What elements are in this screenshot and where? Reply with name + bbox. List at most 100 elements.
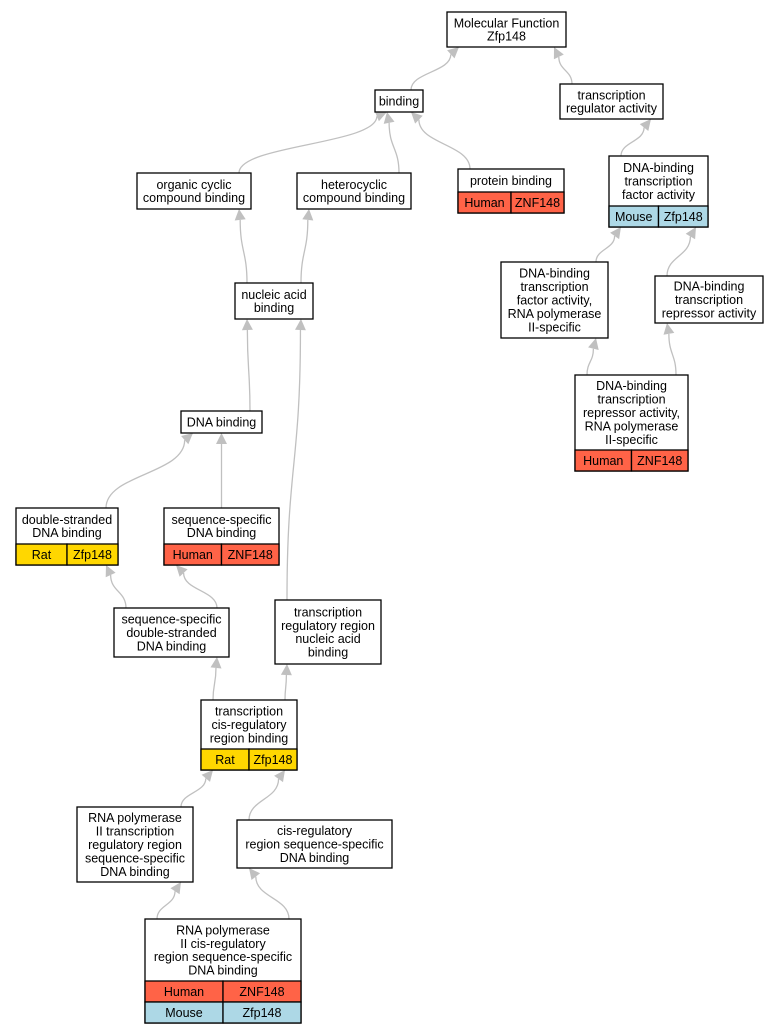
arrowhead [295, 319, 306, 331]
edge-line [212, 667, 217, 701]
arrowhead [302, 209, 314, 221]
node-label-line: RNA polymerase [508, 307, 602, 321]
node-label-line: transcription [520, 280, 588, 294]
arrowhead [663, 323, 675, 335]
edge-dbtfr-to-dbtfa [595, 227, 621, 263]
edge-line [586, 348, 595, 376]
node-box [236, 819, 393, 869]
node-label-line: DNA binding [187, 416, 257, 430]
node-label-line: DNA binding [187, 526, 257, 540]
node-label-line: double-stranded [22, 513, 112, 527]
edge-line [255, 876, 290, 920]
gene-cell [222, 1001, 302, 1024]
node-box [446, 11, 567, 48]
gene-cell [630, 449, 689, 472]
arrowhead [553, 47, 564, 60]
gene-cell [510, 191, 565, 214]
node-label-line: region sequence-specific [245, 838, 383, 852]
gene-cell [657, 205, 709, 228]
node-label-line: factor activity, [517, 294, 592, 308]
node-label-line: compound binding [303, 191, 405, 205]
node-label-line: binding [308, 646, 348, 660]
arrowhead [234, 209, 246, 221]
node-label-line: Zfp148 [487, 30, 526, 44]
edge-line [246, 329, 251, 412]
node-label-line: heterocyclic [321, 178, 387, 192]
edge-pb-to-bind [411, 112, 471, 170]
edge-line [300, 219, 309, 284]
node-label-line: transcription [294, 605, 362, 619]
edge-ssds-to-dsdb [105, 565, 127, 609]
edge-dsdb-to-dnab [105, 433, 193, 509]
node-label-line: region binding [210, 731, 289, 745]
gene-label: ZNF148 [515, 196, 560, 210]
edge-dbtfa-to-trans [620, 119, 651, 157]
arrowhead [241, 319, 253, 331]
edge-line [558, 56, 573, 85]
edge-tcrb-to-ssds [210, 657, 222, 701]
node-label-line: cis-regulatory [211, 718, 287, 732]
gene-label: ZNF148 [239, 985, 284, 999]
gene-label: Zfp148 [73, 548, 112, 562]
arrowhead [170, 882, 181, 895]
edge-line [180, 778, 207, 808]
edge-rnapcr-to-rnap2 [156, 882, 181, 920]
node-bind[interactable]: binding [374, 89, 424, 113]
arrowhead [610, 227, 621, 240]
arrowhead [181, 433, 193, 445]
edge-line [620, 127, 645, 157]
node-label-line: repressor activity, [583, 406, 680, 420]
node-dnab[interactable]: DNA binding [180, 410, 263, 434]
node-label-line: transcription [624, 175, 692, 189]
arrowhead [216, 433, 227, 444]
node-label-line: transcription [215, 705, 283, 719]
edge-dbtrr-to-dbtra [663, 323, 677, 376]
species-label: Rat [32, 548, 52, 562]
node-label-line: DNA binding [137, 639, 207, 653]
node-label-line: sequence-specific [85, 851, 185, 865]
node-label-line: transcription [675, 293, 743, 307]
node-label-line: DNA-binding [519, 267, 590, 281]
node-label-line: cis-regulatory [277, 824, 353, 838]
edge-dbtra-to-dbtfa [666, 227, 696, 277]
node-label-line: DNA-binding [623, 161, 694, 175]
node-label-line: repressor activity [662, 306, 757, 320]
arrowhead [201, 770, 213, 782]
node-label-line: DNA-binding [674, 280, 745, 294]
node-label-line: transcription [577, 88, 645, 102]
node-label-line: protein binding [470, 174, 552, 188]
species-label: Rat [215, 753, 235, 767]
node-label-line: DNA binding [32, 526, 102, 540]
node-label-line: nucleic acid [295, 632, 360, 646]
arrowhead [685, 227, 696, 240]
edge-line [109, 574, 127, 609]
node-label-line: binding [379, 95, 419, 109]
edge-bind-to-mf [410, 47, 459, 91]
node-box [296, 172, 412, 210]
edge-line [388, 122, 400, 174]
species-label: Mouse [165, 1006, 203, 1020]
node-box [180, 410, 263, 434]
node-box [374, 89, 424, 113]
node-label-line: RNA polymerase [88, 811, 182, 825]
species-label: Human [464, 196, 504, 210]
